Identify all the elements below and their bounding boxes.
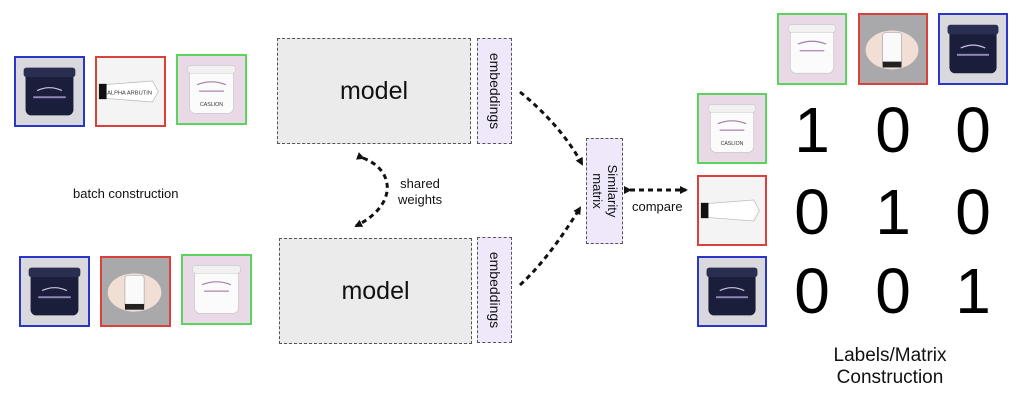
similarity-matrix-box: Similarity matrix bbox=[586, 138, 623, 244]
top-model-box: model bbox=[277, 38, 471, 144]
matrix-cell-2-1: 0 bbox=[794, 176, 830, 248]
dark-jar-icon bbox=[699, 258, 765, 325]
svg-text:CASLION: CASLION bbox=[200, 102, 223, 108]
batch-construction-label: batch construction bbox=[73, 186, 179, 201]
matrix-cell-3-2: 0 bbox=[875, 255, 911, 327]
top-batch-thumbnail-1 bbox=[14, 56, 85, 127]
top-embeddings-box: embeddings bbox=[477, 38, 512, 144]
tube-icon: ALPHA ARBUTIN bbox=[97, 58, 164, 125]
shared-weights-arrow bbox=[354, 152, 389, 228]
dark-jar-icon bbox=[21, 258, 88, 325]
bottom-embeddings-to-similarity-arrow bbox=[518, 206, 582, 287]
bottom-batch-thumbnail-2 bbox=[100, 256, 171, 327]
bottom-batch-thumbnail-1 bbox=[19, 256, 90, 327]
dark-jar-icon bbox=[940, 15, 1006, 83]
top-model-label: model bbox=[339, 76, 409, 105]
matrix-cell-2-2: 1 bbox=[875, 176, 911, 248]
dark-jar-icon bbox=[16, 58, 83, 125]
matrix-column-thumbnail-1 bbox=[777, 13, 847, 85]
matrix-column-thumbnail-2 bbox=[858, 13, 928, 85]
matrix-cell-3-3: 1 bbox=[955, 255, 991, 327]
matrix-column-thumbnail-3 bbox=[938, 13, 1008, 85]
bottom-embeddings-label: embeddings bbox=[486, 251, 503, 329]
white-jar-icon: CASLION bbox=[699, 95, 765, 162]
hand-tube-icon bbox=[860, 15, 926, 83]
top-embeddings-label: embeddings bbox=[486, 52, 503, 130]
bottom-model-box: model bbox=[279, 238, 472, 344]
top-batch-thumbnail-2: ALPHA ARBUTIN bbox=[95, 56, 166, 127]
compare-label: compare bbox=[632, 199, 683, 214]
similarity-matrix-label: Similarity matrix bbox=[589, 164, 620, 218]
white-jar-icon bbox=[183, 256, 250, 323]
hand-tube-icon bbox=[102, 258, 169, 325]
matrix-cell-1-3: 0 bbox=[955, 94, 991, 166]
matrix-cell-1-2: 0 bbox=[875, 94, 911, 166]
shared-weights-label: shared weights bbox=[398, 176, 443, 207]
svg-text:CASLION: CASLION bbox=[721, 141, 744, 147]
matrix-row-thumbnail-3 bbox=[697, 256, 767, 327]
tube-icon bbox=[699, 177, 765, 244]
matrix-cell-3-1: 0 bbox=[794, 255, 830, 327]
matrix-row-thumbnail-1: CASLION bbox=[697, 93, 767, 164]
top-batch-thumbnail-3: CASLION bbox=[176, 54, 247, 125]
svg-text:ALPHA ARBUTIN: ALPHA ARBUTIN bbox=[107, 90, 152, 96]
white-jar-icon: CASLION bbox=[178, 56, 245, 123]
white-jar-icon bbox=[779, 15, 845, 83]
matrix-cell-1-1: 1 bbox=[794, 94, 830, 166]
bottom-model-label: model bbox=[341, 276, 410, 305]
labels-matrix-construction-label: Labels/Matrix Construction bbox=[833, 345, 947, 388]
top-embeddings-to-similarity-arrow bbox=[519, 90, 584, 166]
bottom-batch-thumbnail-3 bbox=[181, 254, 252, 325]
matrix-row-thumbnail-2 bbox=[697, 175, 767, 246]
matrix-cell-2-3: 0 bbox=[955, 176, 991, 248]
bottom-embeddings-box: embeddings bbox=[477, 237, 512, 343]
